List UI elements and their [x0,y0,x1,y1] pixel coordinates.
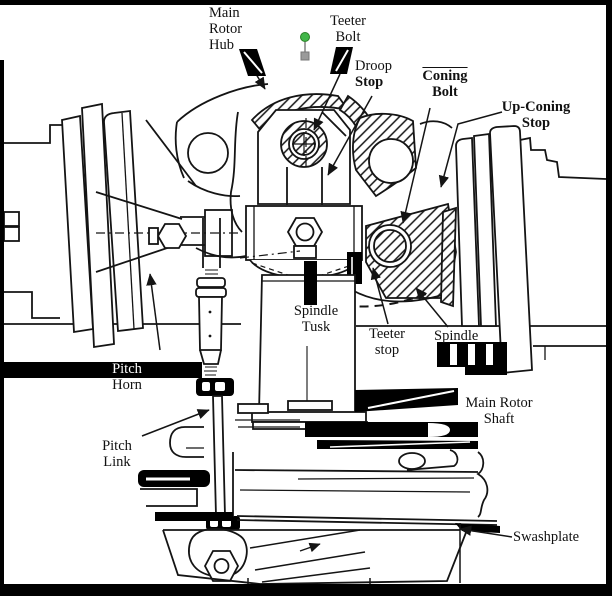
label-teeter-stop: Teeter stop [368,326,405,358]
left-blade-grip [3,102,238,349]
label-droop-stop: Droop Stop [355,58,393,90]
leader-lines [141,73,513,538]
label-swashplate: Swashplate [513,529,580,545]
label-main-rotor-hub: Main Rotor Hub [209,5,243,53]
rotation-handle-icon[interactable] [300,32,310,61]
coning-bolt-region [293,112,457,308]
label-pitch-link: Pitch Link [102,438,132,470]
label-pitch-horn: Pitch Horn [112,361,142,393]
pitch-link-assembly [188,218,248,582]
label-up-coning-stop: Up-Coning Stop [501,99,571,131]
black-bands [4,362,478,487]
label-main-rotor-shaft: Main Rotor Shaft [465,395,533,427]
label-teeter-bolt: Teeter Bolt [329,13,366,45]
label-spindle-tusk: Spindle Tusk [293,303,339,335]
swashplate-assembly [140,400,500,592]
spindle-region [419,120,607,375]
label-coning-bolt: Coning Bolt [422,68,468,100]
callout-wedges [239,47,353,76]
label-spindle: Spindle [434,328,479,344]
